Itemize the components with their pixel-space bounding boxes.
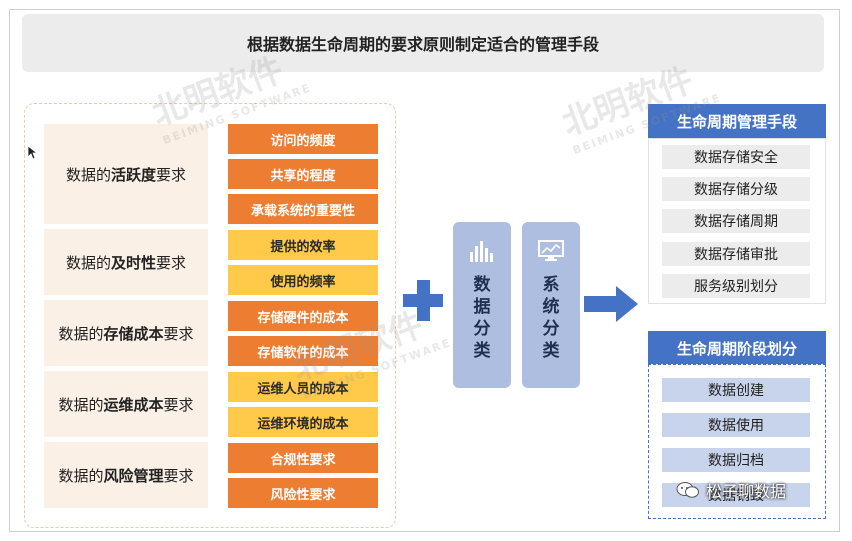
management-item: 数据存储安全 [662, 145, 810, 169]
factor-tag: 运维人员的成本 [228, 372, 378, 402]
requirement-storage-cost: 数据的存储成本要求 [44, 300, 208, 366]
attribution-label: 松子聊数据 [676, 478, 786, 502]
factor-tag: 存储硬件的成本 [228, 301, 378, 331]
factor-tag: 存储软件的成本 [228, 336, 378, 366]
mouse-cursor-icon [28, 146, 38, 160]
wechat-icon [676, 482, 699, 498]
requirement-timeliness: 数据的及时性要求 [44, 229, 208, 295]
factor-tag: 合规性要求 [228, 443, 378, 473]
bar-chart-icon [470, 241, 493, 262]
requirement-risk-management: 数据的风险管理要求 [44, 442, 208, 508]
factor-tag: 访问的频度 [228, 124, 378, 154]
lifecycle-management-header: 生命周期管理手段 [648, 104, 826, 138]
system-classification-box: 系统分类 [522, 222, 580, 388]
management-item: 数据存储审批 [662, 242, 810, 266]
management-item: 数据存储分级 [662, 177, 810, 201]
data-classification-box: 数据分类 [453, 222, 511, 388]
lifecycle-stages-header: 生命周期阶段划分 [648, 331, 826, 365]
requirement-ops-cost: 数据的运维成本要求 [44, 371, 208, 437]
factor-tag: 运维环境的成本 [228, 407, 378, 437]
right-arrow-icon [584, 286, 638, 322]
factor-tag: 共享的程度 [228, 159, 378, 189]
plus-icon-vertical [417, 280, 430, 321]
stage-item: 数据创建 [662, 378, 810, 402]
requirement-activity: 数据的活跃度要求 [44, 124, 208, 224]
slide-title: 根据数据生命周期的要求原则制定适合的管理手段 [22, 14, 824, 72]
factor-tag: 使用的频率 [228, 265, 378, 295]
stage-item: 数据使用 [662, 413, 810, 437]
stage-item: 数据归档 [662, 448, 810, 472]
monitor-icon [538, 240, 564, 261]
factor-tag: 提供的效率 [228, 230, 378, 260]
data-classification-label: 数据分类 [473, 275, 491, 361]
management-item: 数据存储周期 [662, 209, 810, 233]
management-item: 服务级别划分 [662, 274, 810, 298]
factor-tag: 风险性要求 [228, 478, 378, 508]
factor-tag: 承载系统的重要性 [228, 194, 378, 224]
system-classification-label: 系统分类 [542, 275, 560, 361]
